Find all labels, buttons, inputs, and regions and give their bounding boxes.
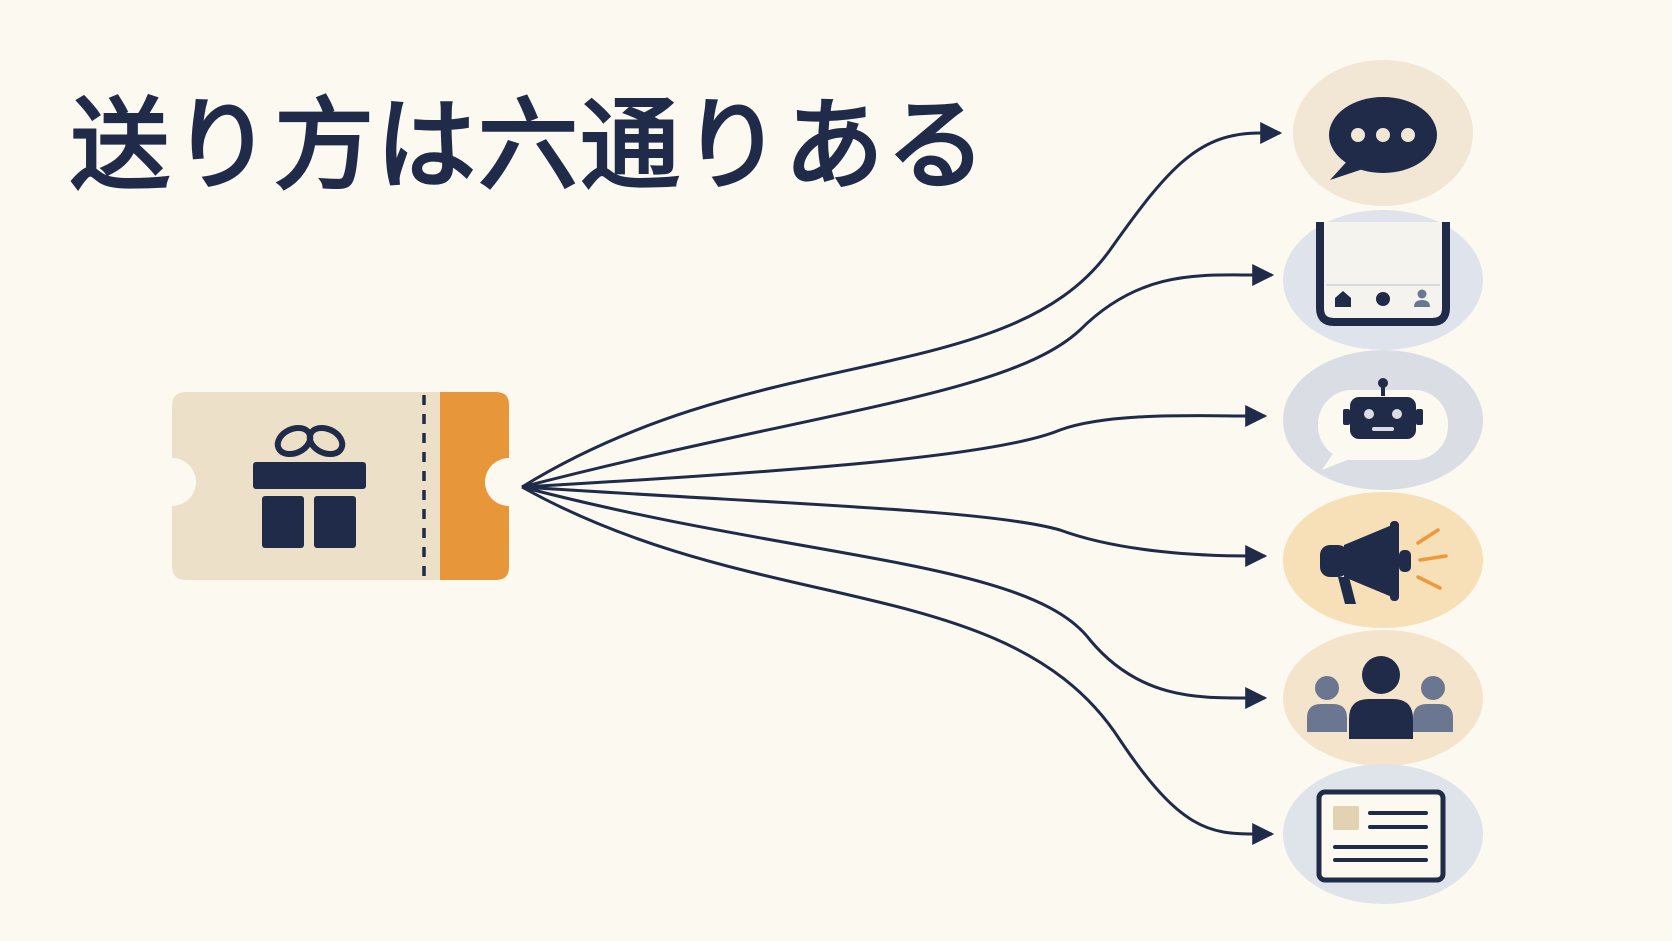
connector-chatbot (521, 405, 1268, 489)
connector-community (521, 485, 1268, 709)
channel-app (1283, 210, 1483, 350)
community-circle (1283, 630, 1483, 766)
channel-chatbot (1283, 350, 1483, 490)
connector-app (521, 264, 1275, 489)
gift-ticket (172, 392, 509, 580)
connector-lines (521, 122, 1283, 845)
id-card-icon (1316, 789, 1446, 883)
channel-community (1283, 630, 1483, 766)
chat-bubble-icon (1329, 97, 1437, 180)
smartphone-app-icon (1316, 222, 1450, 326)
megaphone-icon (1320, 521, 1448, 604)
robot-chat-icon (1318, 378, 1448, 470)
user-group-icon (1307, 656, 1453, 739)
channel-announcement (1283, 492, 1483, 628)
connector-announcement (521, 485, 1268, 567)
connector-card (521, 485, 1275, 845)
gift-icon (253, 424, 366, 548)
connector-chat (521, 122, 1283, 489)
page-title: 送り方は六通りある (70, 86, 988, 204)
channel-chat (1293, 60, 1473, 206)
channel-card (1283, 764, 1483, 904)
